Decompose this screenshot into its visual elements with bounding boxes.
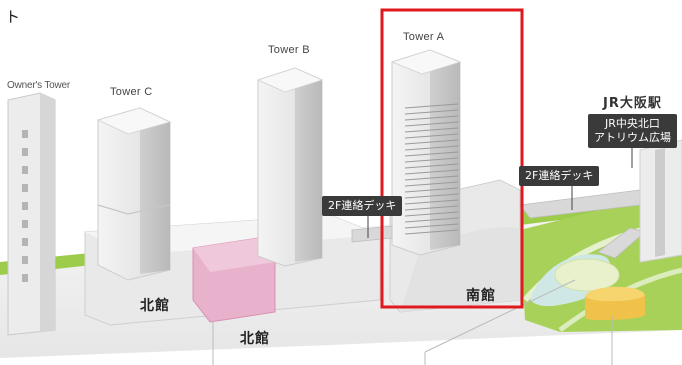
jr-station-pillar — [655, 148, 665, 257]
tower-b-side — [295, 68, 322, 262]
plaza-ellipse — [554, 258, 620, 292]
tower-b-label: Tower B — [268, 44, 310, 56]
tower-a-louvers — [404, 103, 459, 235]
jr-osaka-station-label: JR大阪駅 — [603, 96, 662, 111]
tower-c-band — [97, 204, 171, 215]
owners-tower-side — [40, 93, 55, 332]
header-fragment: ト — [5, 8, 21, 26]
tower-a-highlight — [380, 8, 524, 309]
tower-c-top — [96, 107, 172, 135]
callout-atrium-line1: JR中央北口 — [605, 117, 660, 130]
callout-deck-left: 2F連絡デッキ — [322, 196, 403, 216]
tower-c-label: Tower C — [110, 86, 153, 98]
south-building-label: 南館 — [466, 288, 496, 304]
tower-a-top — [390, 49, 462, 75]
tower-b-top — [256, 67, 324, 93]
tower-a-label: Tower A — [403, 31, 445, 43]
owners-tower-label: Owner's Tower — [7, 80, 71, 91]
callout-deck-right: 2F連絡デッキ — [519, 166, 600, 186]
callout-atrium-line2: アトリウム広場 — [594, 131, 671, 144]
yellow-pavilion-top — [585, 286, 645, 302]
pointer-line-3 — [424, 279, 576, 353]
owners-tower-windows — [22, 130, 28, 282]
north-building-label: 北館 — [140, 298, 170, 314]
tower-c-side — [140, 108, 170, 274]
north-building-lower-label: 北館 — [240, 331, 270, 347]
pink-block-top — [193, 238, 275, 272]
callout-atrium: JR中央北口 アトリウム広場 — [588, 114, 677, 148]
